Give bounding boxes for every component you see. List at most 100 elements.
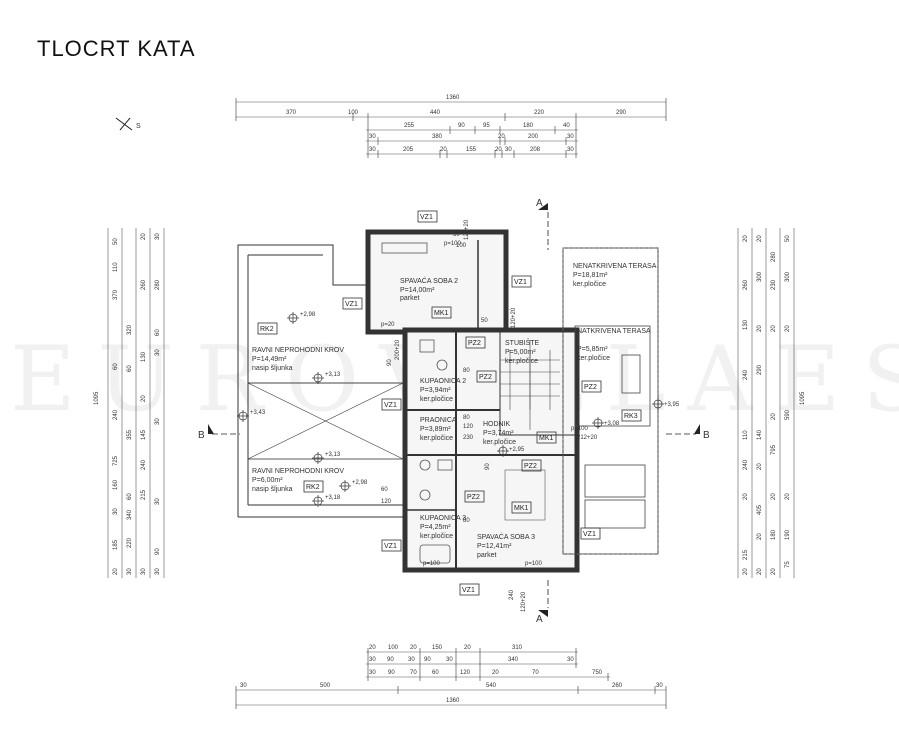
- dim-bot-r4-c: 540: [486, 683, 497, 689]
- dim-right-c3-4: 20: [771, 325, 777, 332]
- dim-left-c1-4: 240: [113, 409, 119, 420]
- dim-right-c1-4: 290: [757, 364, 763, 375]
- top-dimensions: [235, 98, 667, 158]
- tag-mk1-b: MK1: [539, 435, 554, 442]
- misc-p100-d: p=100: [571, 426, 589, 432]
- misc-230: 230: [463, 435, 474, 441]
- dim-right-c3-3: 20: [757, 325, 763, 332]
- tag-rk2-b: RK2: [306, 484, 320, 491]
- dim-top-r2-d: 180: [523, 123, 534, 129]
- dim-right-c3-2: 20: [771, 568, 777, 575]
- dim-bot-r4-b: 500: [320, 683, 331, 689]
- dim-left-c3-7: 30: [155, 498, 161, 505]
- dim-left-c1-0: 50: [113, 238, 119, 245]
- dim-top-r1-c: 440: [430, 110, 441, 116]
- dim-bot-r3-g: 70: [532, 670, 539, 676]
- section-b-right: B: [703, 430, 710, 441]
- misc-120-e: 120: [381, 499, 392, 505]
- dim-bot-r3-a: 30: [369, 670, 376, 676]
- dim-left-c3-8: 90: [155, 548, 161, 555]
- dim-right-c2-2: 300: [785, 271, 791, 282]
- misc-60: 60: [381, 487, 388, 493]
- page-title: TLOCRT KATA: [37, 36, 196, 61]
- dim-left-c1-8: 30: [113, 508, 119, 515]
- misc-120-c: 120+20: [521, 591, 527, 612]
- dim-left-c1-10: 20: [113, 568, 119, 575]
- dim-bot-r2-a: 30: [369, 657, 376, 663]
- room-roof1-floor: nasip šljunka: [252, 365, 293, 372]
- dim-right-c2-5: 240: [743, 459, 749, 470]
- dim-bot-r1-b: 100: [388, 645, 399, 651]
- dim-right-c2-8: 590: [785, 409, 791, 420]
- misc-80-a: 80: [463, 415, 470, 421]
- dim-top-r3-d: 200: [528, 134, 539, 140]
- dim-right-c2-1: 280: [771, 251, 777, 262]
- dim-left-c2-8: 340: [127, 509, 133, 520]
- level-marker-icons: [237, 312, 664, 507]
- dim-right-c2-9: 180: [771, 529, 777, 540]
- dim-left-c3-10: 30: [155, 568, 161, 575]
- misc-200: 200+20: [395, 339, 401, 360]
- misc-90-a: 90: [387, 359, 393, 366]
- room-roof2-name: RAVNI NEPROHODNI KROV: [252, 468, 344, 475]
- dim-right-c2-0: 50: [785, 235, 791, 242]
- dim-top-r4-b: 205: [403, 147, 414, 153]
- dim-bot-r4-e: 30: [656, 683, 663, 689]
- dim-top-overall: 1360: [446, 95, 460, 101]
- room-bed2-area: P=14,00m²: [400, 287, 435, 294]
- dim-right-c3-1: 20: [743, 568, 749, 575]
- dim-right-c1-7: 20: [743, 493, 749, 500]
- room-wc-area: P=3,89m²: [420, 426, 451, 433]
- dim-left-c2-5: 145: [141, 429, 147, 440]
- dim-right-c2-6: 795: [771, 444, 777, 455]
- dim-left-c2-2: 320: [127, 324, 133, 335]
- misc-90-b: 90: [485, 463, 491, 470]
- room-bed3-floor: parket: [477, 552, 497, 559]
- room-bed2-name: SPAVAĆA SOBA 2: [400, 276, 458, 285]
- section-lines: [212, 212, 696, 608]
- room-terrace-covered-name: NATKRIVENA TERASA: [577, 328, 651, 335]
- dim-bot-r4-d: 260: [612, 683, 623, 689]
- dim-top-r2-c: 95: [483, 123, 490, 129]
- tag-vz1-right: VZ1: [514, 279, 527, 286]
- stairs-drawing: [500, 340, 560, 430]
- room-bath3-floor: ker.pločice: [420, 533, 453, 540]
- dim-bot-r2-d: 90: [424, 657, 431, 663]
- dim-bot-r4-a: 30: [240, 683, 247, 689]
- dim-bot-r1-c: 20: [410, 645, 417, 651]
- room-wc-floor: ker.pločice: [420, 435, 453, 442]
- dim-right-c2-10: 20: [757, 568, 763, 575]
- dim-right-c3-7: 20: [771, 493, 777, 500]
- dim-left-c1-6: 725: [113, 455, 119, 466]
- tag-pz2-e: PZ2: [584, 384, 597, 391]
- room-bath2-area: P=3,94m²: [420, 387, 451, 394]
- dim-top-r1-e: 290: [616, 110, 627, 116]
- dim-right-c3-5: 20: [785, 325, 791, 332]
- dim-right-c3-8: 20: [785, 493, 791, 500]
- dim-top-r1-b: 100: [348, 110, 359, 116]
- dim-right-c1-3: 230: [771, 279, 777, 290]
- north-arrow-icon: [115, 117, 133, 131]
- dim-top-r2-e: 40: [563, 123, 570, 129]
- dim-right-c2-7: 215: [743, 549, 749, 560]
- dim-right-c1-10: 75: [785, 561, 791, 568]
- tag-mk1-c: MK1: [514, 505, 529, 512]
- dim-left-overall: 1095: [94, 391, 100, 405]
- left-dimension-labels: 1095 50 110 370 60 240 355 725 160 30 18…: [94, 233, 161, 575]
- room-bath2-name: KUPAONICA 2: [420, 378, 466, 385]
- room-hall-name: HODNIK: [483, 421, 511, 428]
- dim-top-r2-b: 90: [458, 123, 465, 129]
- misc-50-a: 50: [453, 232, 460, 238]
- tag-vz1-bottom: VZ1: [462, 587, 475, 594]
- dim-left-c2-4: 20: [141, 395, 147, 402]
- dim-left-c3-6: 60: [127, 493, 133, 500]
- dim-left-c2-1: 260: [141, 279, 147, 290]
- room-bath3-name: KUPAONICA 3: [420, 515, 466, 522]
- room-stairs-floor: ker.pločice: [505, 358, 538, 365]
- dim-right-c1-6: 140: [757, 429, 763, 440]
- dim-bot-r3-d: 60: [432, 670, 439, 676]
- dim-left-c2-10: 30: [141, 568, 147, 575]
- tag-pz2-c: PZ2: [524, 463, 537, 470]
- room-hall-area: P=3,74m²: [483, 430, 514, 437]
- room-terrace-open-area: P=18,81m²: [573, 272, 608, 279]
